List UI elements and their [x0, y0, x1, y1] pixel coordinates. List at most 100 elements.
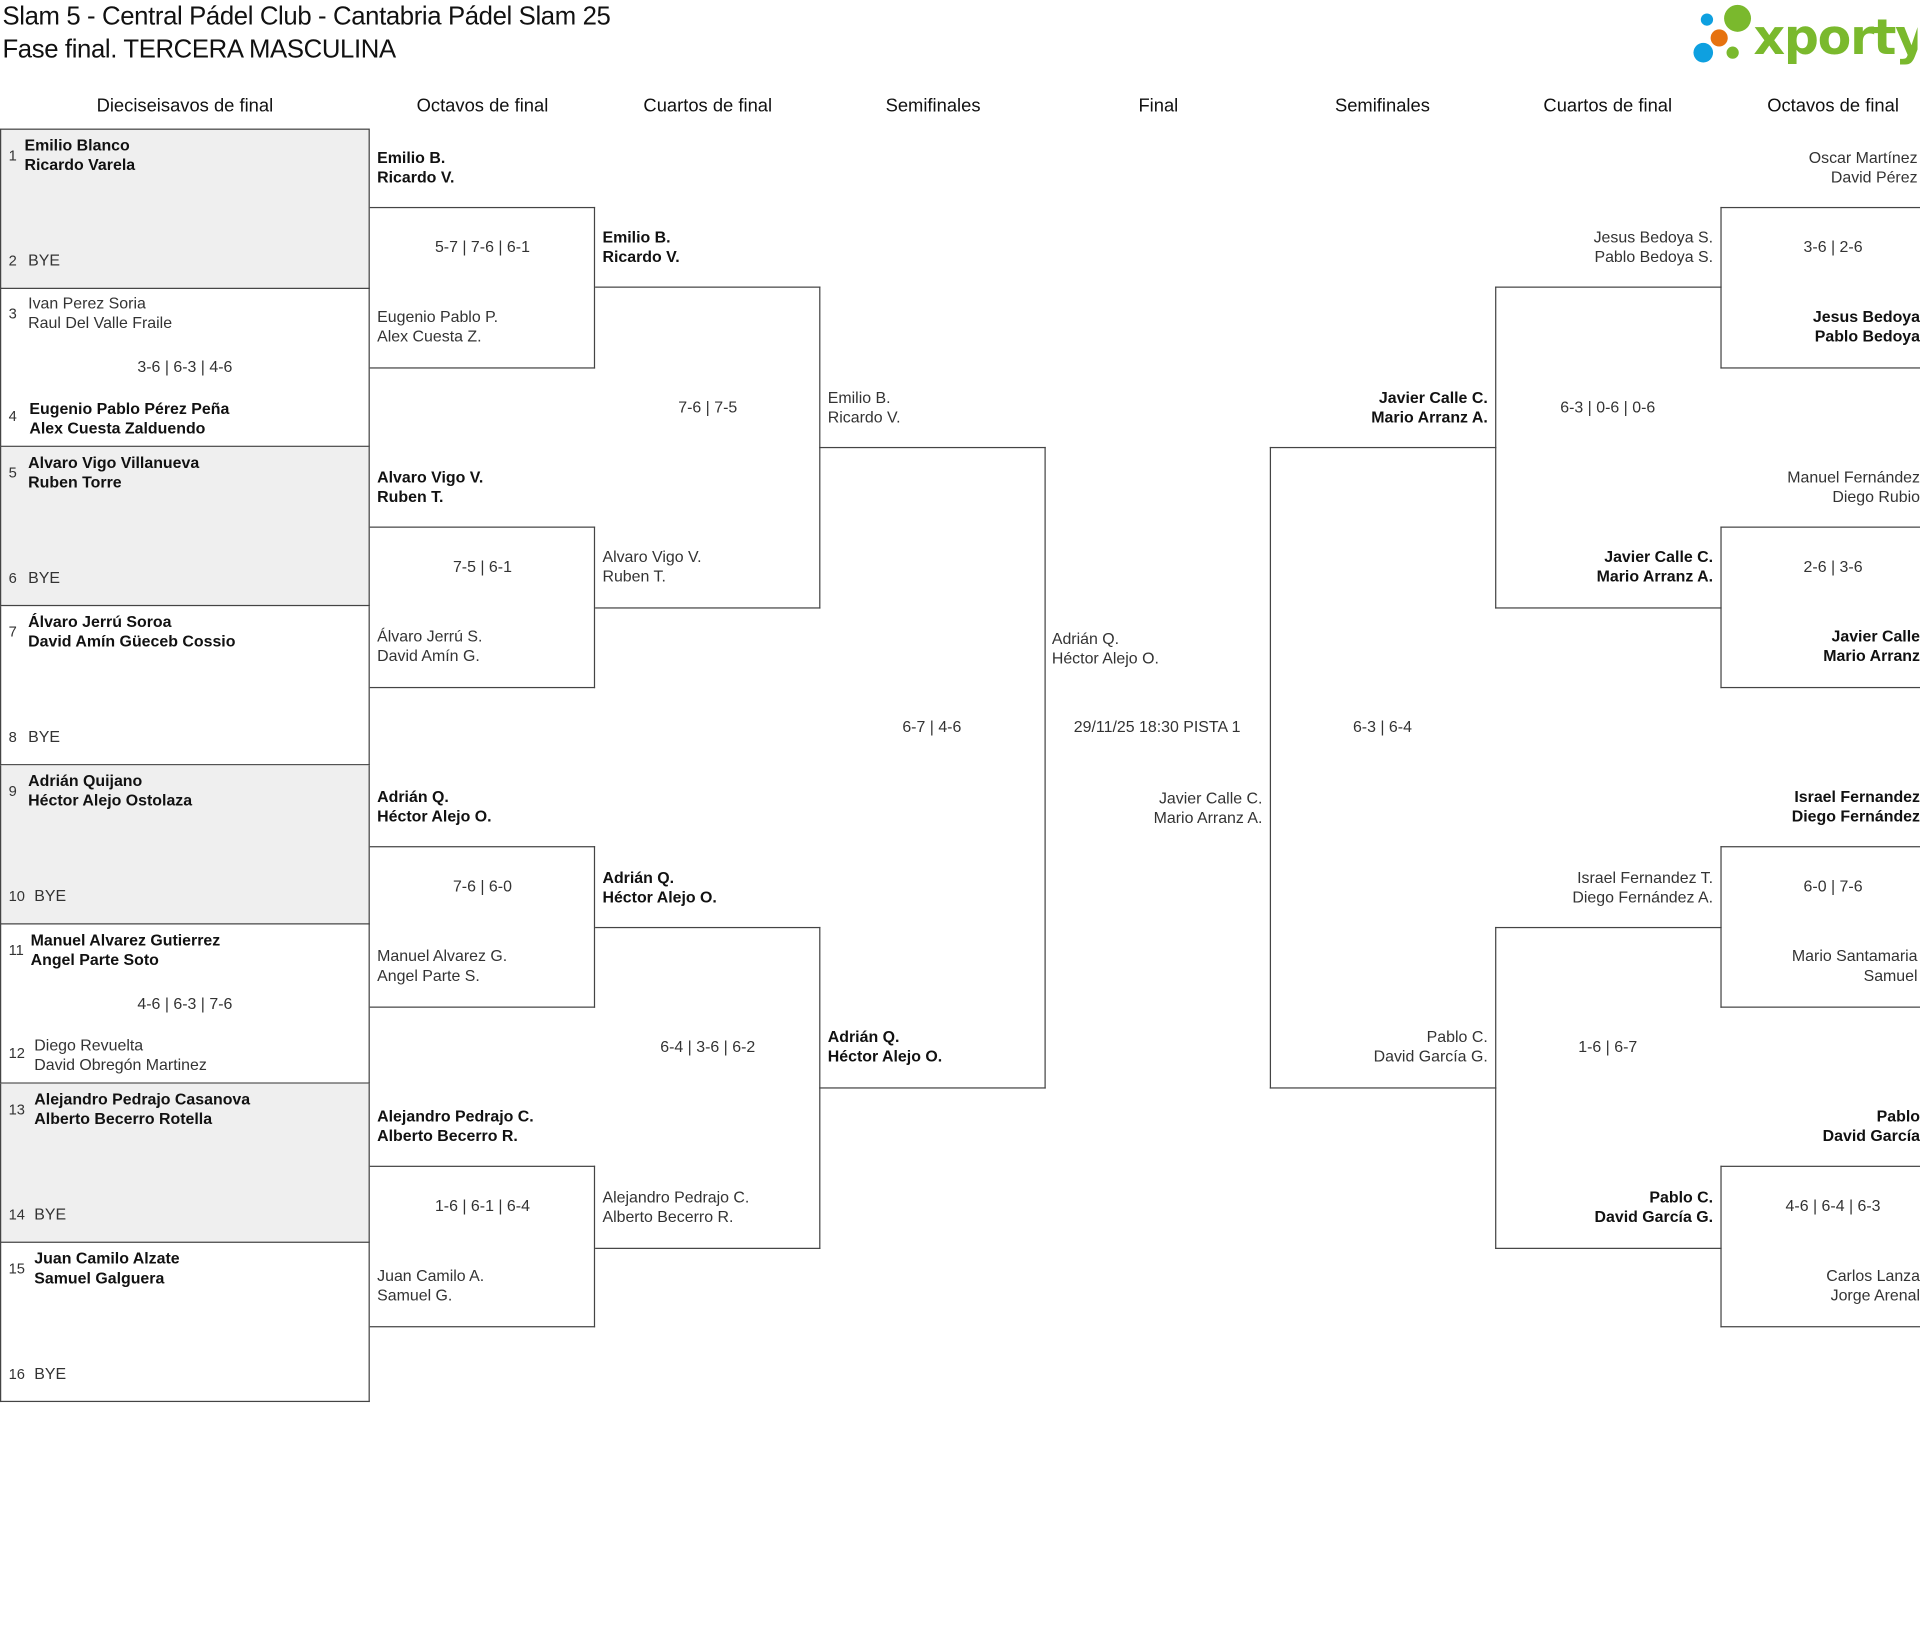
match-score: 1-6 | 6-1 | 6-4 [434, 1196, 530, 1215]
player-name: Carlos Lanza [1826, 1266, 1920, 1285]
player-name: Ivan Perez Soria [28, 293, 146, 313]
player-name: Juan Camilo A. [377, 1266, 485, 1285]
round-header-final: Final [1138, 95, 1179, 117]
team-entry: Alvaro Vigo V.Ruben T. [377, 468, 483, 506]
player-name: Juan Camilo Alzate [34, 1248, 180, 1268]
player-name: Javier Calle C. [1378, 388, 1488, 407]
team-entry: Adrián Q.Héctor Alejo O. [828, 1027, 942, 1065]
player-name: Adrián Q. [377, 787, 449, 806]
player-name: Pablo C. [1426, 1027, 1488, 1046]
player-name: Jorge Arenal [1830, 1285, 1920, 1304]
player-name: Héctor Alejo O. [827, 1046, 943, 1065]
player-name: Pablo Bedoya S. [1594, 246, 1714, 266]
bye-label: BYE [28, 251, 61, 270]
player-name: Héctor Alejo Ostolaza [28, 790, 193, 809]
round-header-r32: Dieciseisavos de final [96, 95, 274, 117]
r16-left-connector [369, 206, 596, 369]
team-entry: BYE [34, 1364, 66, 1383]
player-name: Pablo [1876, 1106, 1920, 1126]
player-name: Samuel Galguera [34, 1267, 165, 1287]
player-name: Emilio B. [827, 388, 891, 407]
player-name: Manuel Alvarez G. [377, 946, 508, 965]
sf-right-connector [1269, 446, 1497, 1089]
player-name: Manuel Fernández [1787, 467, 1920, 487]
player-name: Mario Arranz A. [1371, 407, 1488, 426]
seed-number: 3 [8, 304, 17, 323]
player-name: Pablo C. [1649, 1187, 1714, 1207]
team-entry: Manuel Alvarez G.Angel Parte S. [377, 947, 507, 985]
team-entry: Pablo C.David García G. [1594, 1188, 1713, 1226]
team-entry: Emilio B.Ricardo V. [828, 388, 901, 426]
player-name: Alvaro Vigo V. [377, 467, 484, 487]
player-name: Diego Revuelta [34, 1035, 144, 1055]
match-score: 7-5 | 6-1 [452, 557, 512, 576]
player-name: Pablo Bedoya [1814, 326, 1920, 345]
player-name: David Amín Güeceb Cossio [28, 631, 236, 650]
team-entry: Adrián Q.Héctor Alejo O. [602, 868, 716, 906]
player-name: Emilio B. [377, 148, 446, 167]
match-score: 6-3 | 0-6 | 0-6 [1560, 397, 1656, 417]
seed-number: 1 [8, 146, 17, 165]
match-score: 7-6 | 6-0 [452, 876, 512, 896]
team-entry: Javier Calle C.Mario Arranz A. [1371, 388, 1487, 426]
player-name: Alvaro Vigo V. [602, 547, 702, 566]
player-name: David García [1822, 1125, 1920, 1145]
bye-label: BYE [34, 1364, 67, 1383]
r16-left-connector [369, 1165, 596, 1328]
tournament-title: Slam 5 - Central Pádel Club - Cantabria … [2, 2, 611, 31]
xporty-logo: xporty [1690, 2, 1920, 68]
seed-number: 11 [8, 941, 24, 959]
player-name: David Obregón Martinez [34, 1054, 207, 1074]
seed-number: 12 [8, 1044, 25, 1062]
player-name: David García G. [1373, 1046, 1488, 1065]
player-name: Ricardo V. [827, 407, 901, 426]
round-header-qf-left: Cuartos de final [643, 95, 773, 117]
match-score: 6-0 | 7-6 [1803, 876, 1863, 896]
player-name: Diego Fernández [1791, 806, 1920, 825]
player-name: Israel Fernandez [1794, 787, 1920, 806]
team-entry: BYE [34, 1205, 66, 1224]
final-schedule: 29/11/25 18:30 PISTA 1 [1073, 717, 1241, 736]
player-name: Jesus Bedoya S. [1593, 227, 1714, 247]
player-name: Oscar Martínez [1808, 148, 1918, 167]
round-header-r16-right: Octavos de final [1767, 95, 1899, 117]
team-entry: Alejandro Pedrajo C.Alberto Becerro R. [377, 1107, 534, 1145]
player-name: Alex Cuesta Zalduendo [29, 418, 206, 437]
r16-left-connector [369, 846, 596, 1008]
player-name: Ruben T. [602, 566, 666, 585]
qf-right-connector [1495, 286, 1722, 609]
logo-text: xporty [1753, 9, 1917, 66]
match-score: 1-6 | 6-7 [1578, 1037, 1638, 1056]
match-score: 3-6 | 2-6 [1803, 237, 1863, 256]
match-score: 6-4 | 3-6 | 6-2 [660, 1037, 756, 1056]
player-name: Alejandro Pedrajo C. [377, 1106, 534, 1126]
bye-label: BYE [34, 1204, 67, 1224]
r16-right-connector [1720, 1165, 1920, 1328]
player-name: Ricardo Varela [24, 154, 136, 174]
match-score: 4-6 | 6-3 | 7-6 [137, 994, 233, 1013]
player-name: Javier Calle C. [1158, 788, 1263, 807]
player-name: Héctor Alejo O. [602, 887, 717, 906]
player-name: Álvaro Jerrú Soroa [28, 612, 172, 631]
r16-right-connector [1720, 846, 1920, 1008]
team-entry: Eugenio Pablo P.Alex Cuesta Z. [377, 307, 498, 345]
player-name: Emilio B. [602, 227, 671, 247]
player-name: Mario Arranz [1823, 645, 1920, 665]
player-name: David Amín G. [377, 645, 480, 665]
player-name: Eugenio Pablo Pérez Peña [29, 399, 230, 418]
team-entry: Adrián Q.Héctor Alejo O. [377, 787, 491, 825]
seed-number: 13 [8, 1100, 25, 1118]
sf-left-connector [819, 446, 1046, 1089]
player-name: Alberto Becerro R. [602, 1206, 734, 1226]
match-score: 6-3 | 6-4 [1352, 717, 1412, 736]
